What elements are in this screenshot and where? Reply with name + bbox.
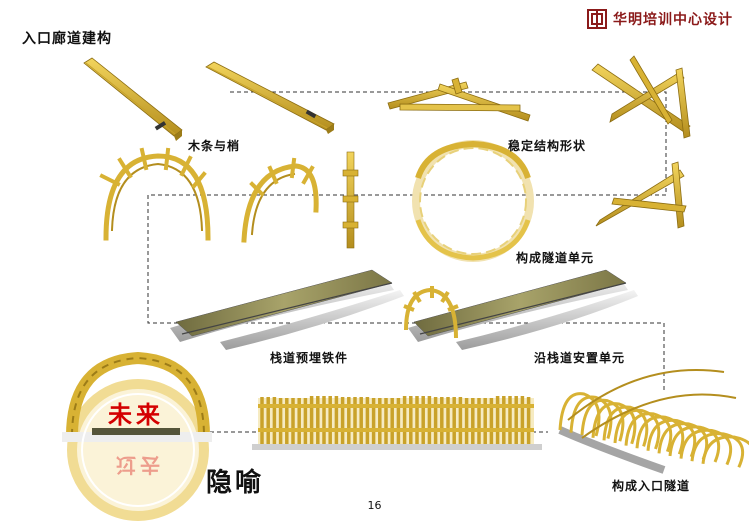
arch-half <box>241 157 319 243</box>
metaphor-title: 隐喻 <box>206 468 265 498</box>
crossed-members-bottom <box>595 161 687 229</box>
logo-text: 华明培训中心设计 <box>613 12 733 28</box>
tunnel-perspective-rib <box>679 428 733 466</box>
caption-tunnel-unit: 构成隧道单元 <box>516 251 595 265</box>
wooden-beam-right <box>205 61 335 134</box>
tunnel-perspective-rib <box>635 415 685 455</box>
tunnel-perspective-rib <box>569 395 613 440</box>
tunnel-perspective-rib <box>580 398 625 442</box>
caption-place-units: 沿栈道安置单元 <box>534 351 626 365</box>
metaphor-ring <box>62 351 212 521</box>
page-heading: 入口廊道建构 <box>22 31 112 47</box>
tunnel-perspective <box>558 369 749 474</box>
logo-mark-icon <box>587 9 607 29</box>
tunnel-perspective-rib <box>558 392 601 437</box>
page-number: 16 <box>367 499 382 512</box>
caption-entrance-tunnel: 构成入口隧道 <box>612 479 691 493</box>
stable-truss <box>387 77 531 122</box>
tunnel-perspective-rib <box>668 425 721 463</box>
tunnel-perspective-rib <box>646 418 697 458</box>
tunnel-perspective-rib <box>657 422 709 460</box>
caption-wood-and-pin: 木条与梢 <box>188 139 241 153</box>
tunnel-perspective-rib <box>701 435 749 464</box>
tunnel-perspective-rib <box>624 412 673 453</box>
arch-side-view <box>342 151 359 249</box>
logo: 华明培训中心设计 <box>587 9 733 29</box>
tunnel-perspective-rib <box>613 408 661 450</box>
crossed-members-top <box>591 55 691 139</box>
wooden-beam-left <box>83 57 183 141</box>
ring-unit <box>412 140 534 262</box>
caption-embedded-iron: 栈道预埋铁件 <box>270 351 349 365</box>
arch-on-walkway <box>403 286 459 339</box>
arch-large <box>99 147 211 241</box>
tunnel-perspective-rib <box>690 432 745 468</box>
past-reflection-text: 过去 <box>116 453 164 477</box>
pin <box>154 121 167 131</box>
future-text: 未来 <box>108 400 164 429</box>
walkway-right <box>408 269 638 350</box>
caption-stable-shape: 稳定结构形状 <box>508 139 587 153</box>
tunnel-perspective-rib <box>591 402 637 445</box>
walkway-left <box>170 269 404 350</box>
tunnel-elevation <box>252 396 542 450</box>
